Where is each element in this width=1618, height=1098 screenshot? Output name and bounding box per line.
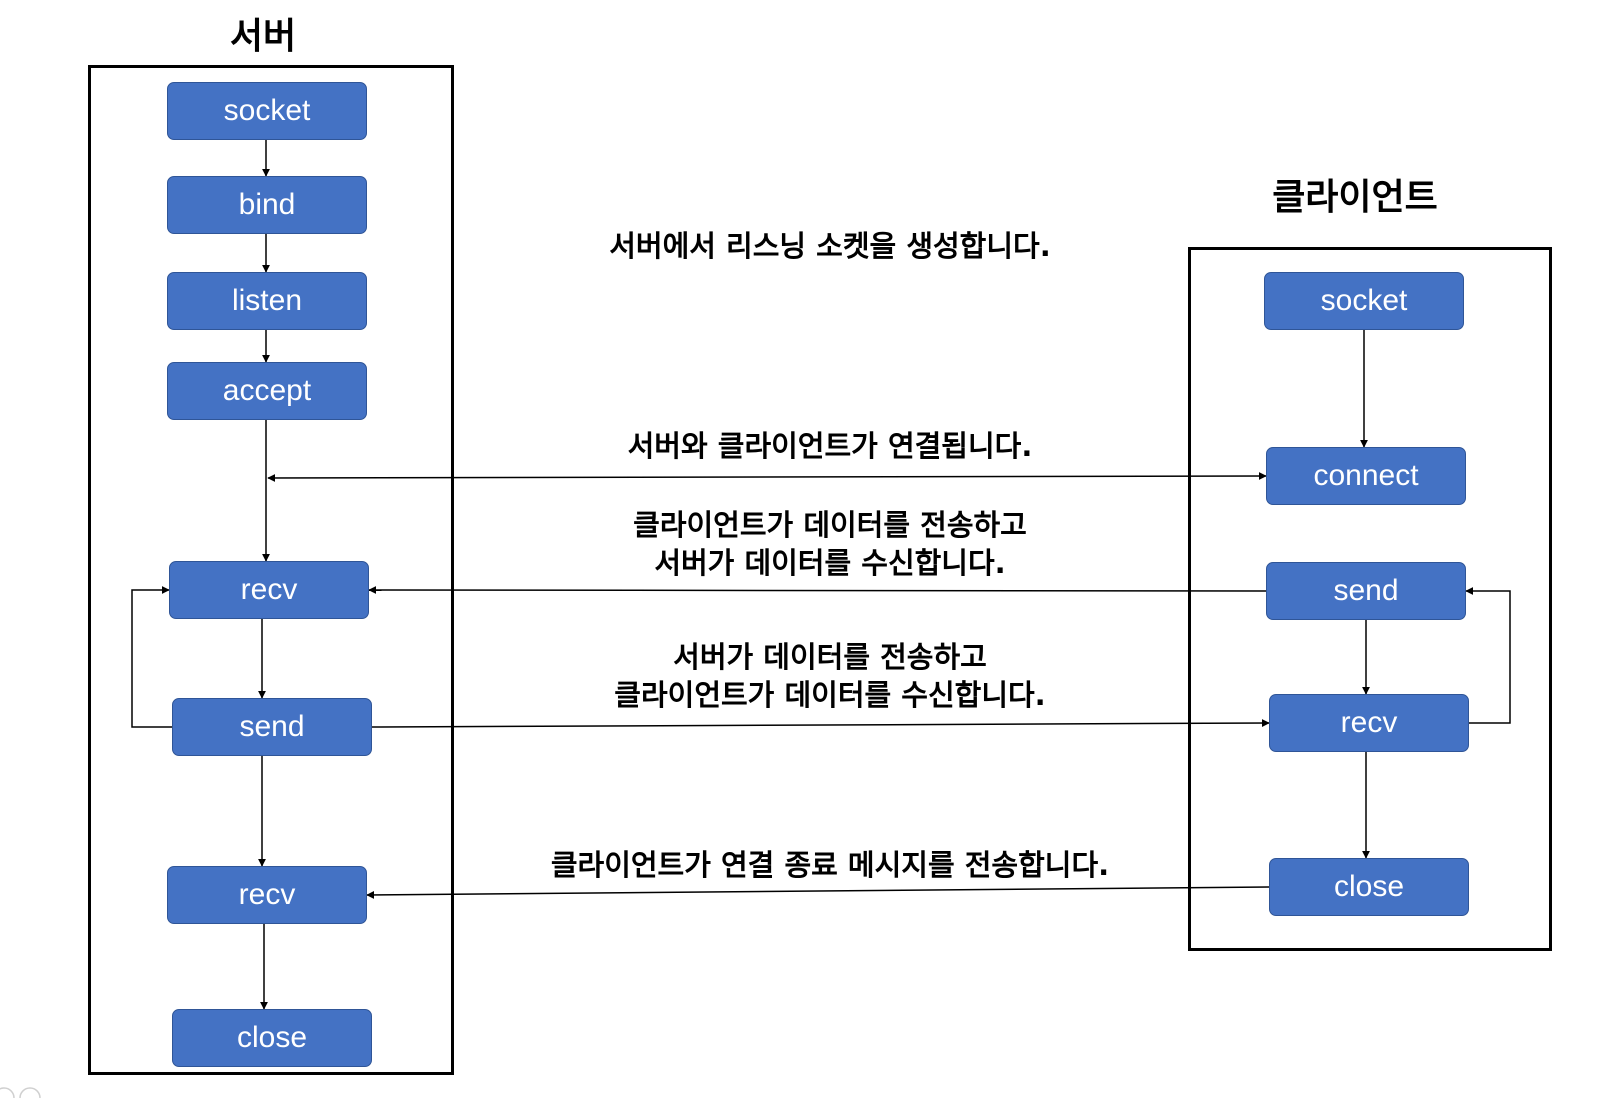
server-listen-node: listen bbox=[167, 272, 367, 330]
arrow-client-close-to-server-recv bbox=[366, 886, 1270, 899]
caption-client-send-line-2: 서버가 데이터를 수신합니다. bbox=[654, 546, 1006, 580]
arrow-connection-established bbox=[267, 472, 1267, 482]
caption-client-send: 클라이언트가 데이터를 전송하고 서버가 데이터를 수신합니다. bbox=[520, 506, 1140, 582]
arrow-client-recv-loop-to-send bbox=[1465, 587, 1511, 724]
watermark-logo bbox=[0, 1087, 41, 1098]
caption-client-send-line-1: 클라이언트가 데이터를 전송하고 bbox=[633, 508, 1027, 542]
server-bind-node: bind bbox=[167, 176, 367, 234]
server-recv-node: recv bbox=[169, 561, 369, 619]
client-recv-node: recv bbox=[1269, 694, 1469, 752]
server-accept-node: accept bbox=[167, 362, 367, 420]
arrow-server-send-to-client-recv bbox=[371, 719, 1270, 728]
server-socket-node: socket bbox=[167, 82, 367, 140]
caption-server-send-line-2: 클라이언트가 데이터를 수신합니다. bbox=[614, 678, 1046, 712]
client-frame bbox=[1188, 247, 1552, 951]
client-send-node: send bbox=[1266, 562, 1466, 620]
caption-server-send: 서버가 데이터를 전송하고 클라이언트가 데이터를 수신합니다. bbox=[520, 638, 1140, 714]
caption-server-send-line-1: 서버가 데이터를 전송하고 bbox=[673, 640, 987, 674]
server-frame bbox=[88, 65, 454, 1075]
client-connect-node: connect bbox=[1266, 447, 1466, 505]
caption-connected: 서버와 클라이언트가 연결됩니다. bbox=[627, 429, 1033, 463]
server-recv-final-node: recv bbox=[167, 866, 367, 924]
connector-arrows bbox=[131, 140, 1511, 1010]
server-send-node: send bbox=[172, 698, 372, 756]
client-socket-node: socket bbox=[1264, 272, 1464, 330]
caption-terminate: 클라이언트가 연결 종료 메시지를 전송합니다. bbox=[550, 848, 1110, 882]
server-close-node: close bbox=[172, 1009, 372, 1067]
arrow-server-send-loop-to-recv bbox=[131, 586, 172, 728]
caption-listen-socket: 서버에서 리스닝 소켓을 생성합니다. bbox=[609, 229, 1051, 263]
server-title: 서버 bbox=[229, 16, 297, 57]
arrow-client-send-to-server-recv bbox=[368, 586, 1267, 595]
client-close-node: close bbox=[1269, 858, 1469, 916]
client-title: 클라이언트 bbox=[1272, 177, 1438, 218]
